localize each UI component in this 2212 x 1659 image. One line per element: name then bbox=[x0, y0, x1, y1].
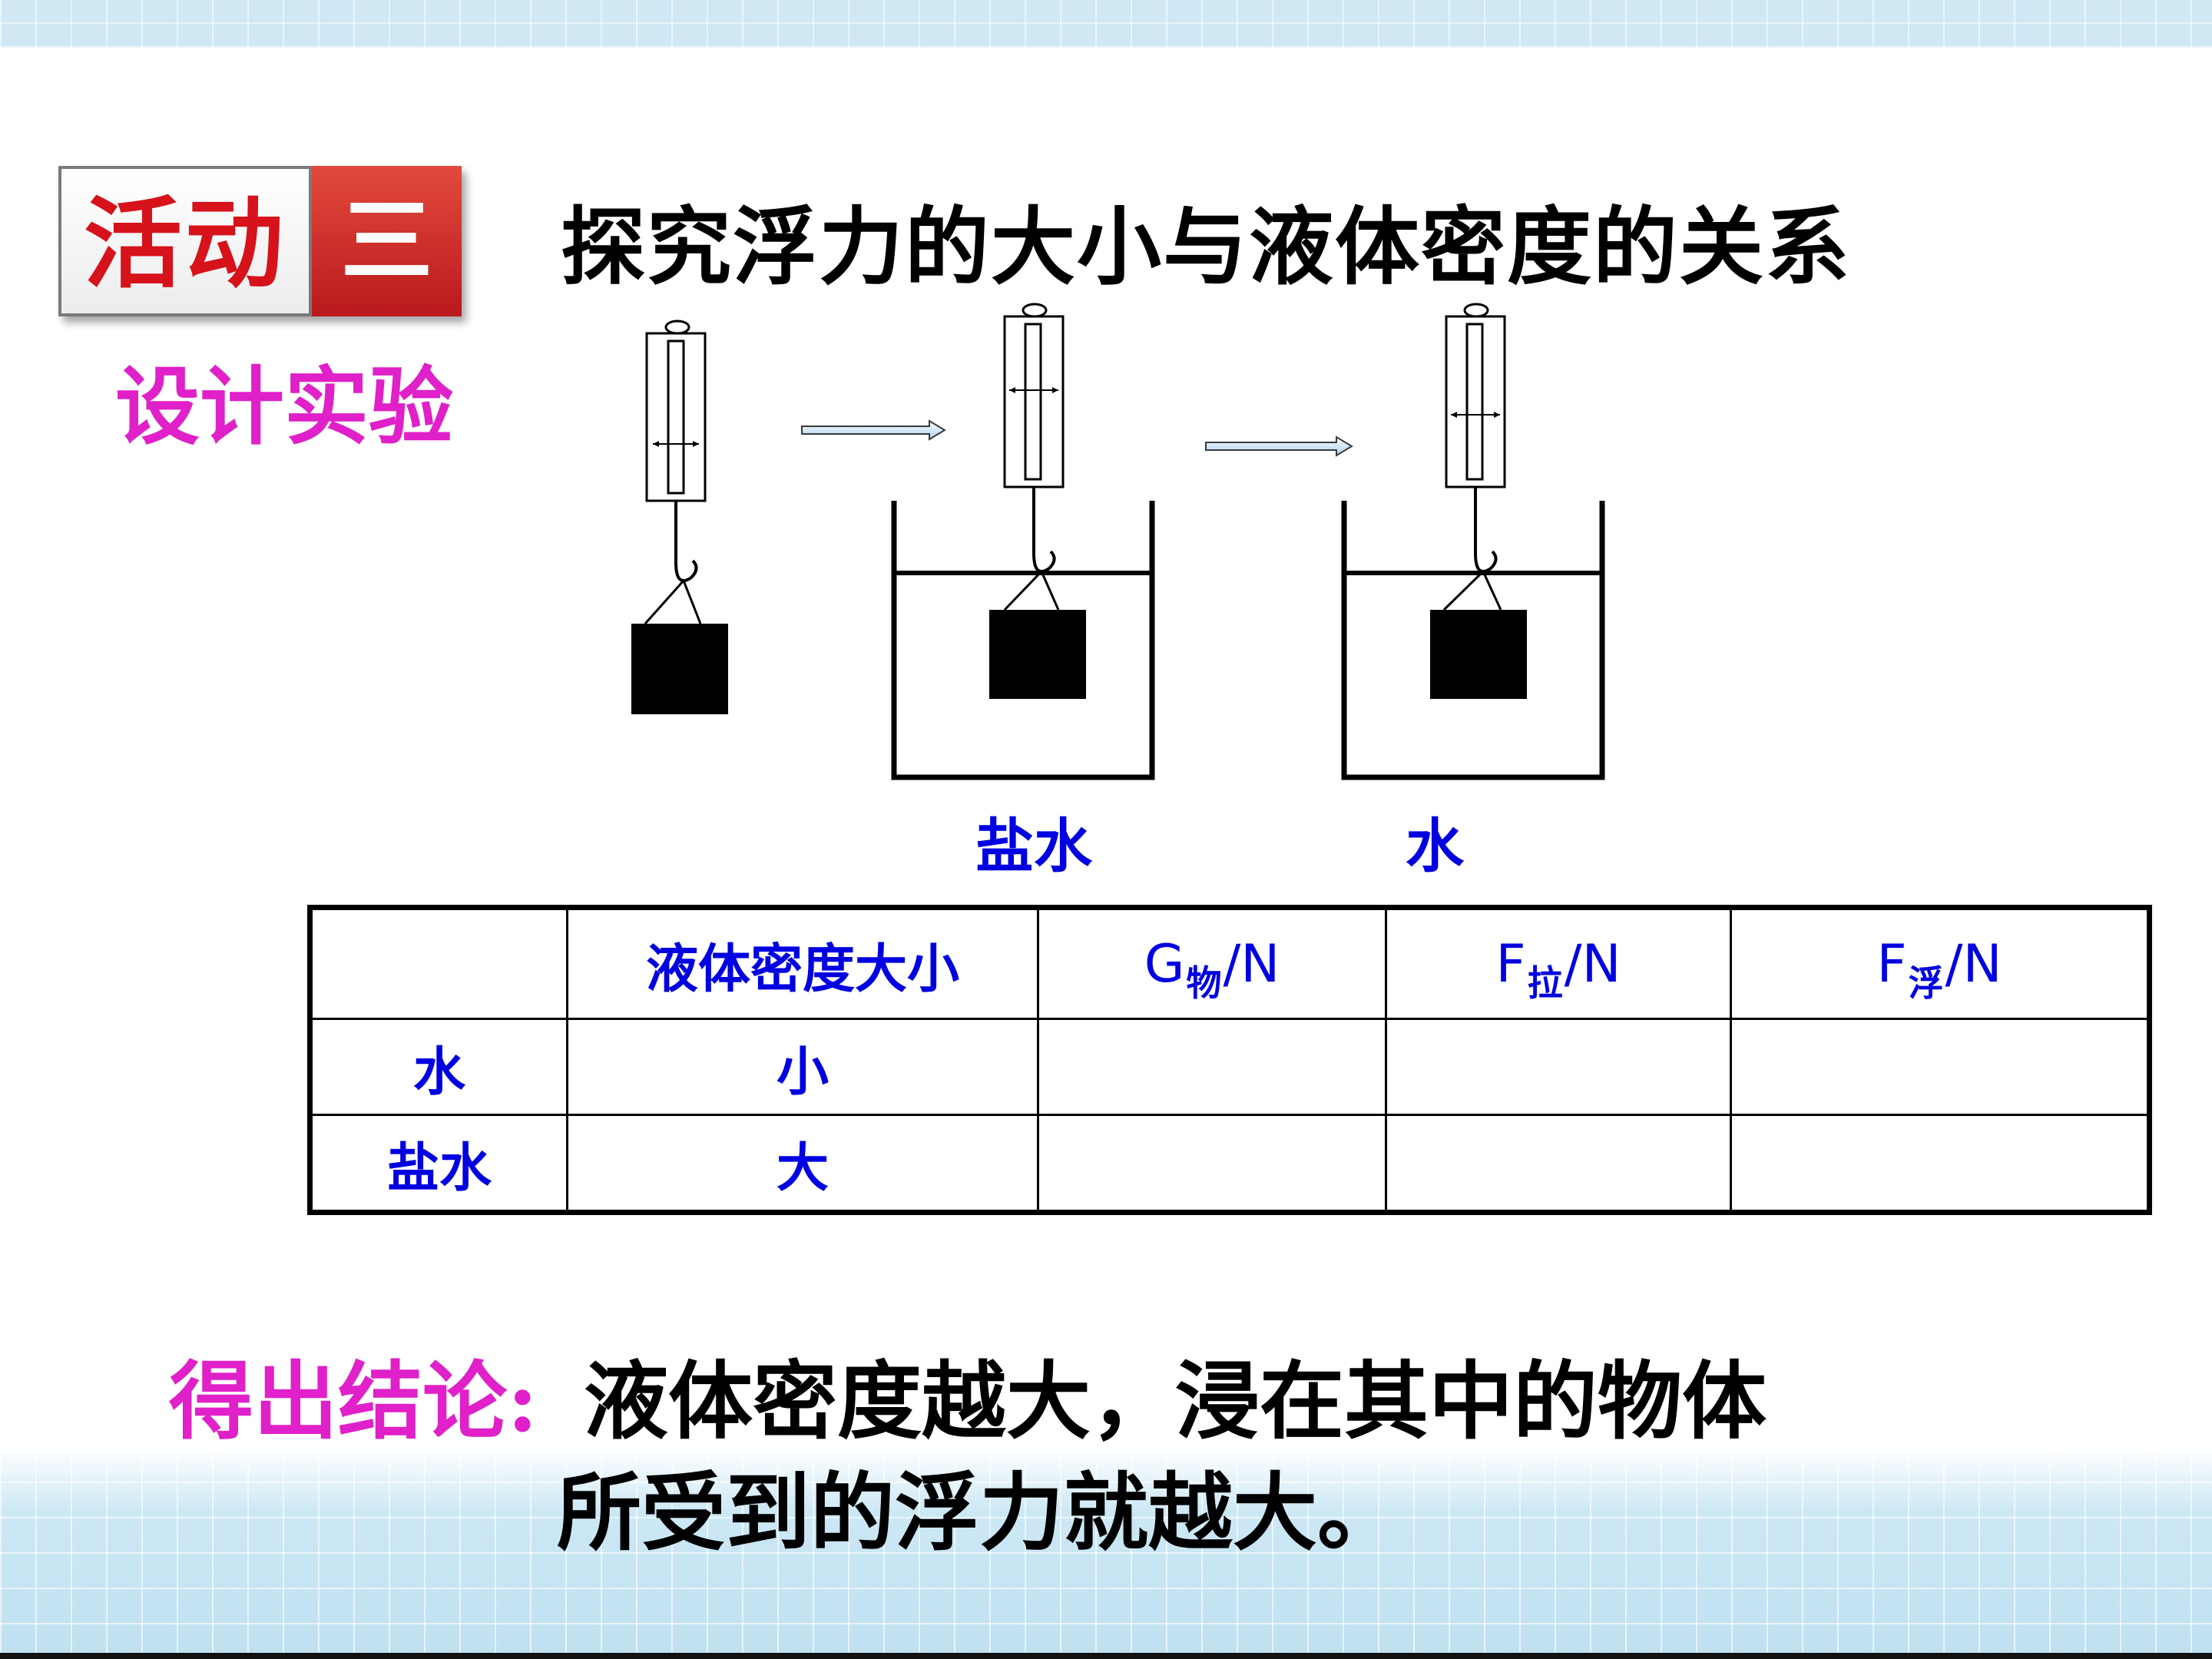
brine-label: 盐水 bbox=[975, 812, 1092, 880]
liquid-cell: 水 bbox=[309, 1018, 568, 1116]
buoyant-force-value-cell bbox=[1730, 1018, 2151, 1116]
badge-number: 三 bbox=[312, 166, 462, 316]
activity-badge: 活动 三 bbox=[58, 166, 462, 316]
conclusion-label: 得出结论: bbox=[169, 1352, 538, 1451]
weight-block-air bbox=[631, 624, 728, 714]
weight-block-water bbox=[1430, 610, 1527, 699]
conclusion-line-1: 液体密度越大，浸在其中的物体 bbox=[584, 1352, 1767, 1451]
spring-scale-water bbox=[1442, 303, 1506, 611]
pull-force-value-cell bbox=[1385, 1018, 1732, 1116]
header-cell-empty bbox=[309, 906, 568, 1020]
weight-value-cell bbox=[1037, 1018, 1387, 1116]
page-title: 探究浮力的大小与液体密度的关系 bbox=[561, 197, 1851, 296]
weight-block-brine bbox=[989, 610, 1086, 699]
bottom-rule bbox=[0, 1653, 2212, 1659]
beaker-brine bbox=[891, 501, 1155, 780]
experiment-diagram bbox=[631, 303, 1605, 780]
arrow-right-icon bbox=[1205, 435, 1353, 457]
spring-scale-air bbox=[644, 320, 707, 624]
pull-force-value-cell bbox=[1385, 1114, 1732, 1214]
bottom-grid-band bbox=[0, 1448, 2212, 1659]
conclusion-line-2: 所受到的浮力就越大。 bbox=[557, 1463, 1402, 1562]
header-cell-density: 液体密度大小 bbox=[566, 906, 1039, 1020]
density-cell: 小 bbox=[566, 1018, 1039, 1116]
density-cell: 大 bbox=[566, 1114, 1039, 1214]
water-label: 水 bbox=[1406, 812, 1464, 880]
design-experiment-label: 设计实验 bbox=[115, 357, 453, 456]
table-row: 盐水 大 bbox=[309, 1114, 2151, 1214]
liquid-cell: 盐水 bbox=[309, 1114, 568, 1214]
buoyant-force-value-cell bbox=[1730, 1114, 2151, 1214]
top-grid-band bbox=[0, 0, 2212, 48]
beaker-water bbox=[1341, 501, 1605, 780]
arrow-right-icon bbox=[801, 419, 946, 441]
badge-main-label: 活动 bbox=[58, 166, 312, 316]
spring-scale-brine bbox=[1003, 303, 1065, 611]
weight-value-cell bbox=[1037, 1114, 1387, 1214]
table-row: 水 小 bbox=[309, 1018, 2151, 1116]
